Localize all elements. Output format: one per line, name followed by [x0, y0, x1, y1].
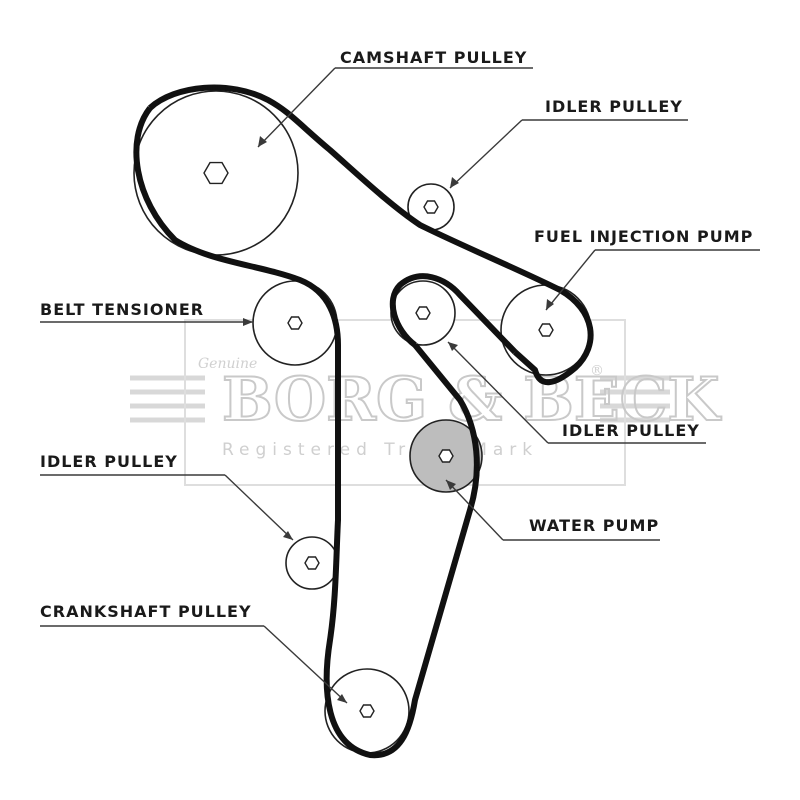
crankshaft-leader — [263, 625, 348, 704]
idler-top-leader — [449, 119, 523, 189]
water-pump-hub-icon — [438, 449, 454, 463]
idler-right-leader — [447, 341, 549, 444]
tensioner-hub-icon — [287, 316, 303, 330]
callouts: CAMSHAFT PULLEY IDLER PULLEY FUEL INJECT… — [40, 48, 760, 704]
camshaft-pulley-label: CAMSHAFT PULLEY — [340, 48, 527, 67]
idler-left-hub-icon — [304, 556, 320, 570]
belt-left-upper — [133, 106, 341, 346]
idler-top-hub-icon — [423, 200, 439, 214]
fuel-pump-arrow-icon — [546, 299, 554, 310]
belt-inner-loop — [389, 273, 518, 355]
crankshaft-arrow-icon — [337, 694, 347, 703]
tensioner-arrow-icon — [243, 318, 253, 326]
crankshaft-pulley-label: CRANKSHAFT PULLEY — [40, 602, 252, 621]
belt-tensioner-label: BELT TENSIONER — [40, 300, 204, 319]
water-pump-label: WATER PUMP — [529, 516, 659, 535]
watermark-script: Genuine — [198, 356, 257, 372]
idler-pulley-left-label: IDLER PULLEY — [40, 452, 178, 471]
timing-belt — [133, 84, 594, 759]
idler-left-leader — [224, 474, 294, 541]
fuel-pump-hub-icon — [538, 323, 554, 337]
idler-pulley-top-label: IDLER PULLEY — [545, 97, 683, 116]
camshaft-arrow-icon — [258, 136, 267, 147]
pulleys — [133, 90, 592, 754]
fuel-injection-pump-label: FUEL INJECTION PUMP — [534, 227, 753, 246]
water-pump-arrow-icon — [446, 480, 456, 490]
idler-top-arrow-icon — [450, 177, 459, 188]
idler-left-arrow-icon — [283, 531, 293, 540]
idler-right-hub-icon — [415, 306, 431, 320]
watermark-stripes-left — [130, 375, 205, 423]
belt-left-run-teeth — [324, 343, 480, 758]
camshaft-leader — [257, 67, 336, 148]
camshaft-hub-icon — [203, 161, 229, 185]
belt-upper-teeth — [148, 85, 593, 385]
idler-right-arrow-icon — [448, 342, 458, 351]
fuel-pump-leader — [545, 249, 596, 311]
idler-pulley-right-label: IDLER PULLEY — [562, 421, 700, 440]
crankshaft-hub-icon — [359, 704, 375, 718]
water-pump-leader — [445, 479, 504, 541]
watermark-subtitle: Registered Trade Mark — [222, 440, 538, 460]
watermark-stripes-right — [600, 375, 670, 423]
watermark-registered: ® — [590, 363, 604, 379]
